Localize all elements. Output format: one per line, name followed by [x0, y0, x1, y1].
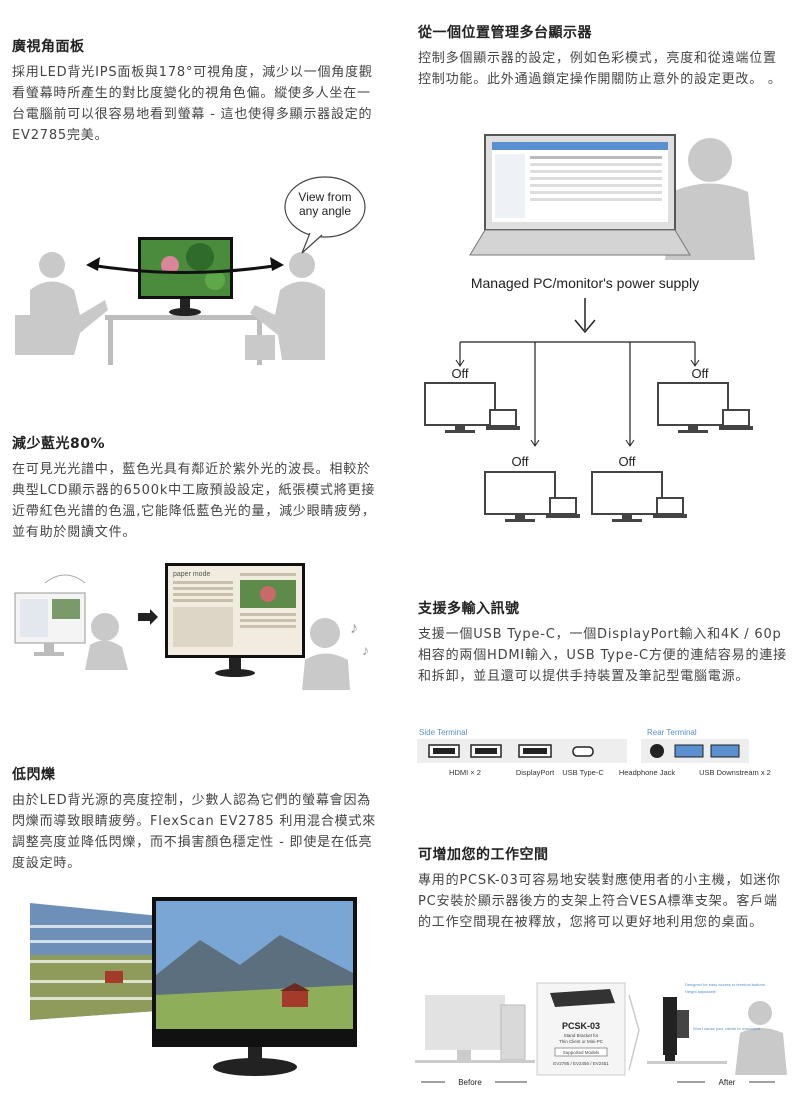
diagram-power-management: Managed PC/monitor's power supply Off Of…	[424, 134, 755, 522]
box-sub2: Thin Client or Mini-PC	[559, 1039, 604, 1044]
diagram-terminals: Side Terminal Rear Terminal HDMI × 2 Dis…	[417, 728, 771, 777]
text-workspace: 專用的PCSK-03可容易地安裝對應使用者的小主機，如迷你PC安裝於顯示器後方的…	[418, 873, 781, 930]
text-multi-monitor: 控制多個顯示器的設定，例如色彩模式，亮度和從遠端位置控制功能。此外通過鎖定操作開…	[418, 51, 782, 87]
note-3: Won't cause your clients to overcrowd	[693, 1026, 760, 1031]
after-label: After	[719, 1078, 736, 1087]
rear-terminal-label: Rear Terminal	[647, 728, 697, 737]
text-wide-angle: 採用LED背光IPS面板與178°可視角度，減少以一個角度觀看螢幕時所產生的對比…	[12, 65, 373, 143]
port-label: DisplayPort	[516, 768, 555, 777]
illustration-paper-mode: paper mode ♪ ♪	[14, 563, 369, 690]
note-1: Designed for easy access to terminal but…	[685, 982, 765, 987]
port-label: USB Downstream x 2	[699, 768, 771, 777]
heading-wide-angle: 廣視角面板	[12, 39, 85, 55]
heading-multi-monitor: 從一個位置管理多台顯示器	[418, 25, 592, 41]
off-label: Off	[618, 454, 635, 469]
text-low-flicker: 由於LED背光源的亮度控制，少數人認為它們的螢幕會因為閃爍而導致眼睛疲勞。Fle…	[12, 793, 377, 871]
bubble-text-1: View from	[298, 190, 351, 204]
port-label: Headphone Jack	[619, 768, 676, 777]
off-label: Off	[451, 366, 468, 381]
box-sub1: Stand Bracket for	[564, 1033, 599, 1038]
box-models-label: Supported Models	[563, 1050, 600, 1055]
text-blue-light: 在可見光光譜中，藍色光具有鄰近於紫外光的波長。相較於典型LCD顯示器的6500k…	[12, 462, 376, 540]
note-2: Height adjustable	[685, 989, 717, 994]
box-models: EV2785 / EV2456 / EV2451	[553, 1061, 609, 1066]
illustration-view-angle: View from any angle	[15, 176, 366, 365]
diagram-label: Managed PC/monitor's power supply	[471, 275, 699, 291]
illustration-flicker-comparison	[30, 897, 357, 1076]
heading-inputs: 支援多輸入訊號	[418, 601, 520, 617]
bubble-text-2: any angle	[299, 204, 351, 218]
off-label: Off	[691, 366, 708, 381]
port-label: USB Type-C	[562, 768, 604, 777]
box-title: PCSK-03	[562, 1021, 600, 1031]
text-inputs: 支援一個USB Type-C，一個DisplayPort輸入和4K / 60p相…	[418, 627, 787, 684]
paper-mode-label: paper mode	[173, 571, 210, 578]
illustration-workspace: Before PCSK-03 Stand Bracket for Thin Cl…	[415, 982, 787, 1087]
svg-text:♪: ♪	[362, 642, 369, 658]
port-label: HDMI × 2	[449, 768, 481, 777]
side-terminal-label: Side Terminal	[419, 728, 468, 737]
svg-text:♪: ♪	[350, 620, 358, 637]
heading-low-flicker: 低閃爍	[12, 767, 56, 783]
heading-workspace: 可增加您的工作空間	[418, 847, 549, 863]
before-label: Before	[458, 1078, 482, 1087]
heading-blue-light: 減少藍光80%	[12, 436, 106, 452]
off-label: Off	[511, 454, 528, 469]
